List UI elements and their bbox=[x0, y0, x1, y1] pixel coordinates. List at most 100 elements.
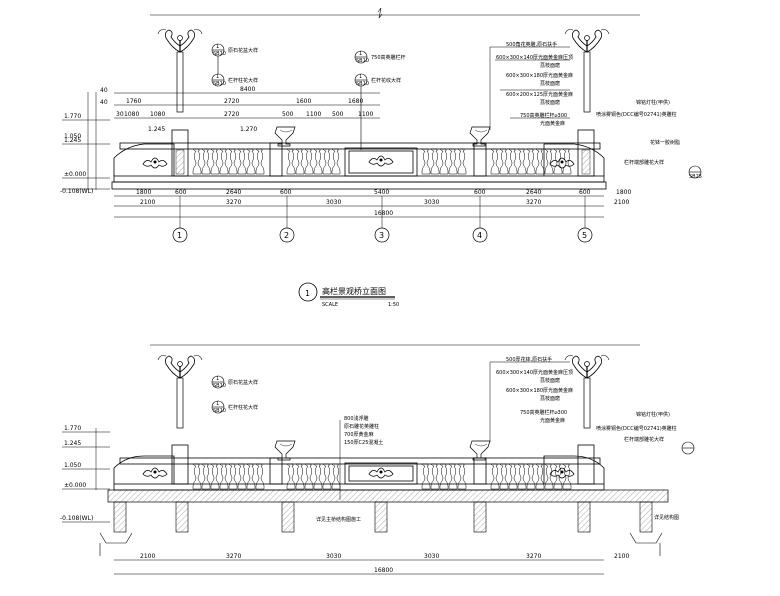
note: 花钵一胶树脂 bbox=[650, 139, 680, 146]
note: 800浅浮雕 bbox=[344, 415, 369, 422]
bottom-dim: 3270 bbox=[226, 199, 241, 206]
note: 光面黄金麻 bbox=[540, 417, 565, 424]
tag-sheet: SB10 bbox=[213, 51, 226, 57]
baluster-icon bbox=[331, 463, 341, 490]
level-label: 1.770 bbox=[64, 113, 81, 120]
bottom-dim: 600 bbox=[579, 189, 591, 196]
top-dim: 500 bbox=[332, 111, 344, 118]
carved-end-left-icon bbox=[142, 467, 168, 479]
tag-num: 1 bbox=[359, 51, 362, 57]
small-dim: 1.270 bbox=[240, 126, 257, 133]
bottom-dim: 2100 bbox=[614, 199, 629, 206]
bottom-dim: 600 bbox=[474, 189, 486, 196]
tag-text: 栏杆柱花大样 bbox=[228, 404, 258, 411]
tag-sheet: SB10 bbox=[213, 81, 226, 87]
v-dim: 40 bbox=[100, 99, 108, 106]
baluster-icon bbox=[517, 463, 527, 490]
tag-text: 栏杆花纹大样 bbox=[371, 77, 401, 84]
baluster-icon bbox=[535, 463, 545, 490]
carved-panel-icon bbox=[368, 467, 394, 479]
note: 锦铭灯柱(甲供) bbox=[636, 411, 670, 418]
tag-num: 1 bbox=[359, 74, 362, 80]
bottom-dim: 3270 bbox=[526, 553, 541, 560]
carved-end-right-icon bbox=[549, 157, 575, 169]
level-label: -0.108(WL) bbox=[60, 515, 93, 522]
elevation-caption bbox=[298, 282, 395, 302]
note: 栏杆端部雕花大样 bbox=[624, 436, 664, 443]
baluster-icon bbox=[228, 148, 238, 175]
bottom-dim: 3030 bbox=[326, 199, 341, 206]
top-dim: 1100 bbox=[306, 111, 321, 118]
note: 荔枝面磨 bbox=[540, 395, 560, 402]
total-dim: 16800 bbox=[374, 567, 393, 574]
baluster-icon bbox=[490, 148, 500, 175]
level-label: -0.108(WL) bbox=[60, 188, 93, 195]
lamp-post-right-icon bbox=[564, 28, 610, 53]
baluster-icon bbox=[430, 148, 440, 175]
tag-text: 栏杆柱花大样 bbox=[228, 77, 258, 84]
elevation-view bbox=[62, 7, 702, 243]
tag-sheet: SB10 bbox=[356, 58, 369, 64]
top-dim: 2720 bbox=[224, 98, 239, 105]
level-label: 1.770 bbox=[64, 425, 81, 432]
baluster-icon bbox=[490, 463, 500, 490]
baluster-icon bbox=[246, 463, 256, 490]
baluster-icon bbox=[228, 463, 238, 490]
flower-urn-icon bbox=[274, 440, 296, 461]
top-dim: 1080 bbox=[124, 111, 139, 118]
grid-label: 3 bbox=[379, 231, 384, 240]
note: 喷涂雾铜色(DCC编号02741)英雕柱 bbox=[596, 425, 677, 432]
level-label: 1.245 bbox=[64, 440, 81, 447]
tag-num: 1 bbox=[216, 44, 219, 50]
baluster-icon bbox=[439, 148, 449, 175]
deck-slab bbox=[107, 489, 669, 503]
note: 栏杆端部雕花大样 bbox=[624, 159, 664, 166]
baluster-row bbox=[192, 463, 572, 490]
structure-note: 详见主桥结构图施工 bbox=[316, 516, 361, 523]
baluster-icon bbox=[439, 463, 449, 490]
note: 600×300×140厚光面黄金麻压顶 bbox=[496, 369, 573, 376]
total-dim: 16800 bbox=[374, 210, 393, 217]
baluster-icon bbox=[255, 463, 265, 490]
level-label: 1.050 bbox=[64, 133, 81, 140]
baluster-icon bbox=[255, 148, 265, 175]
baluster-icon bbox=[295, 148, 305, 175]
top-dim: 2720 bbox=[224, 111, 239, 118]
bottom-dim: 2100 bbox=[140, 553, 155, 560]
level-label: 1.050 bbox=[64, 462, 81, 469]
baluster-icon bbox=[210, 463, 220, 490]
grid-label: 1 bbox=[177, 231, 182, 240]
baluster-icon bbox=[201, 463, 211, 490]
baluster-icon bbox=[526, 463, 536, 490]
baluster-icon bbox=[286, 463, 296, 490]
bottom-dim: 3030 bbox=[326, 553, 341, 560]
baluster-icon bbox=[331, 148, 341, 175]
tag-text: 原石花盆大样 bbox=[228, 379, 258, 386]
note: 喷涂雾铜色(DCC编号02741)英雕柱 bbox=[596, 111, 677, 118]
tag-sheet: SB10 bbox=[213, 383, 226, 389]
baluster-icon bbox=[286, 148, 296, 175]
caption-num: 1 bbox=[305, 289, 310, 298]
baluster-icon bbox=[499, 148, 509, 175]
baluster-icon bbox=[448, 148, 458, 175]
baluster-icon bbox=[535, 148, 545, 175]
scale-value: 1:50 bbox=[388, 302, 399, 308]
structure-note: 详见结构图 bbox=[654, 514, 679, 521]
bottom-dim: 1800 bbox=[616, 189, 631, 196]
bottom-dim: 2100 bbox=[614, 553, 629, 560]
tag-num: 1 bbox=[216, 401, 219, 407]
lamp-post-left-icon bbox=[157, 28, 203, 53]
note: 750高英雕栏杆⌀300 bbox=[520, 409, 567, 416]
note: 500角花英雕,原石扶手 bbox=[506, 41, 557, 48]
note: 600×300×140厚光面黄金麻压顶 bbox=[496, 54, 573, 61]
baluster-icon bbox=[219, 148, 229, 175]
baluster-icon bbox=[448, 463, 458, 490]
tag-num: 1 bbox=[216, 376, 219, 382]
note: 荔枝面磨 bbox=[540, 377, 560, 384]
note: 600×200×125厚光面黄金麻 bbox=[506, 91, 573, 98]
bottom-dim: 3030 bbox=[424, 199, 439, 206]
bottom-dim: 3030 bbox=[424, 553, 439, 560]
baluster-icon bbox=[237, 463, 247, 490]
small-dim: 1.245 bbox=[148, 126, 165, 133]
baluster-icon bbox=[237, 148, 247, 175]
